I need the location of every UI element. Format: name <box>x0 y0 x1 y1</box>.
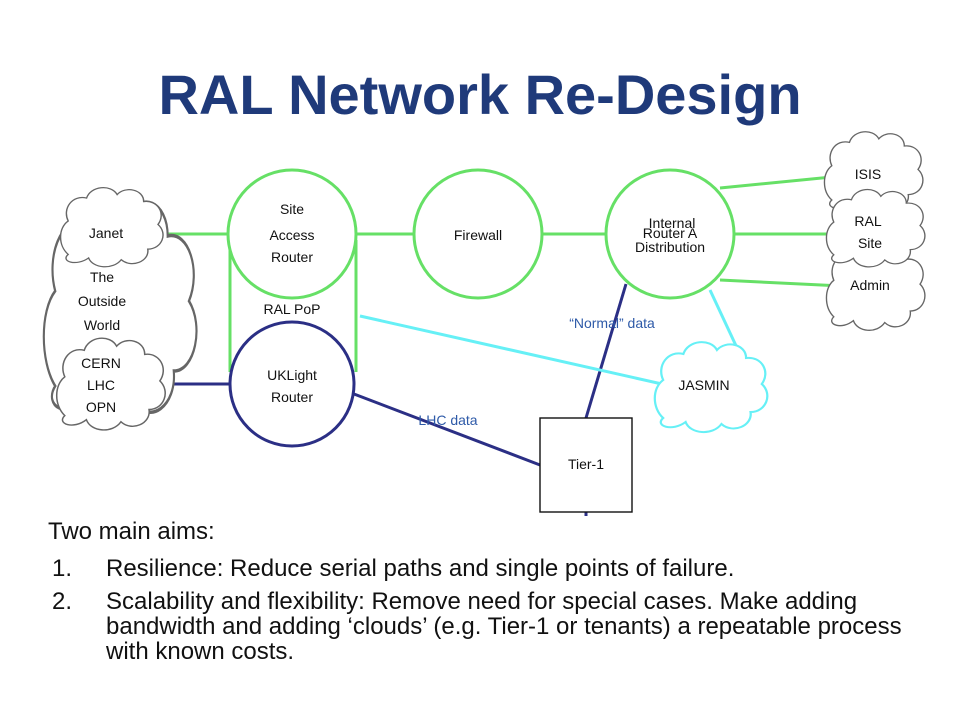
internal-dist-line-1: Internal <box>649 215 696 231</box>
aim-text: Scalability and flexibility: Remove need… <box>106 588 902 665</box>
jasmin-label: JASMIN <box>678 377 729 393</box>
site-access-line-3: Router <box>271 249 313 265</box>
cloud-admin: Admin <box>825 243 926 331</box>
aim-item: 1. Resilience: Reduce serial paths and s… <box>48 556 928 581</box>
node-firewall: Firewall <box>412 168 544 300</box>
router-a-label: Router A <box>643 225 698 241</box>
cern-line-2: LHC <box>87 377 115 393</box>
outside-world-line-1: The <box>90 269 114 285</box>
ral-site-line-1: RAL <box>854 213 881 229</box>
ukl-line-2: Router <box>271 389 313 405</box>
site-access-line-1: Site <box>280 201 304 217</box>
ukl-line-1: UKLight <box>267 367 317 383</box>
aims-heading: Two main aims: <box>48 518 215 545</box>
admin-label: Admin <box>850 277 890 293</box>
link-pop-jasmin <box>359 314 663 386</box>
lhc-data-label: LHC data <box>418 412 477 428</box>
link-ukl-tier1 <box>353 392 541 467</box>
aim-number: 1. <box>52 555 73 582</box>
aims-list: 1. Resilience: Reduce serial paths and s… <box>48 556 928 672</box>
aim-number: 2. <box>52 588 73 615</box>
link-internal-admin <box>719 278 843 288</box>
link-tier1-internal <box>584 283 628 419</box>
cloud-isis: ISIS <box>823 131 924 214</box>
internal-dist-line-2: Distribution <box>635 239 705 255</box>
node-site-access-router: Site Access Router <box>226 168 358 300</box>
link-internal-isis <box>719 174 843 190</box>
page-title: RAL Network Re-Design <box>158 63 802 126</box>
cloud-ral-site: RAL Site <box>825 188 926 268</box>
link-internal-jasmin <box>708 289 740 351</box>
isis-label: ISIS <box>855 166 881 182</box>
firewall-label: Firewall <box>454 227 502 243</box>
node-internal-distribution: Internal Router A Distribution <box>604 168 736 300</box>
ral-site-line-2: Site <box>858 235 882 251</box>
aim-text: Resilience: Reduce serial paths and sing… <box>106 555 735 582</box>
cern-line-3: OPN <box>86 399 116 415</box>
cloud-jasmin: JASMIN <box>653 341 769 434</box>
janet-label: Janet <box>89 225 123 241</box>
cern-line-1: CERN <box>81 355 121 371</box>
node-ukl-router: UKLight Router <box>228 320 356 448</box>
aim-item: 2. Scalability and flexibility: Remove n… <box>48 589 928 664</box>
site-access-line-2: Access <box>269 227 314 243</box>
outside-world-line-3: World <box>84 317 120 333</box>
tier1-label: Tier-1 <box>568 456 604 472</box>
cloud-cern: CERN LHC OPN <box>55 337 166 431</box>
ral-pop-label: RAL PoP <box>263 301 320 317</box>
cloud-outside-world: The Outside World <box>42 194 199 423</box>
cloud-janet: Janet <box>59 186 164 268</box>
outside-world-line-2: Outside <box>78 293 126 309</box>
normal-data-label: “Normal” data <box>569 315 655 331</box>
node-tier1: Tier-1 <box>539 417 633 513</box>
